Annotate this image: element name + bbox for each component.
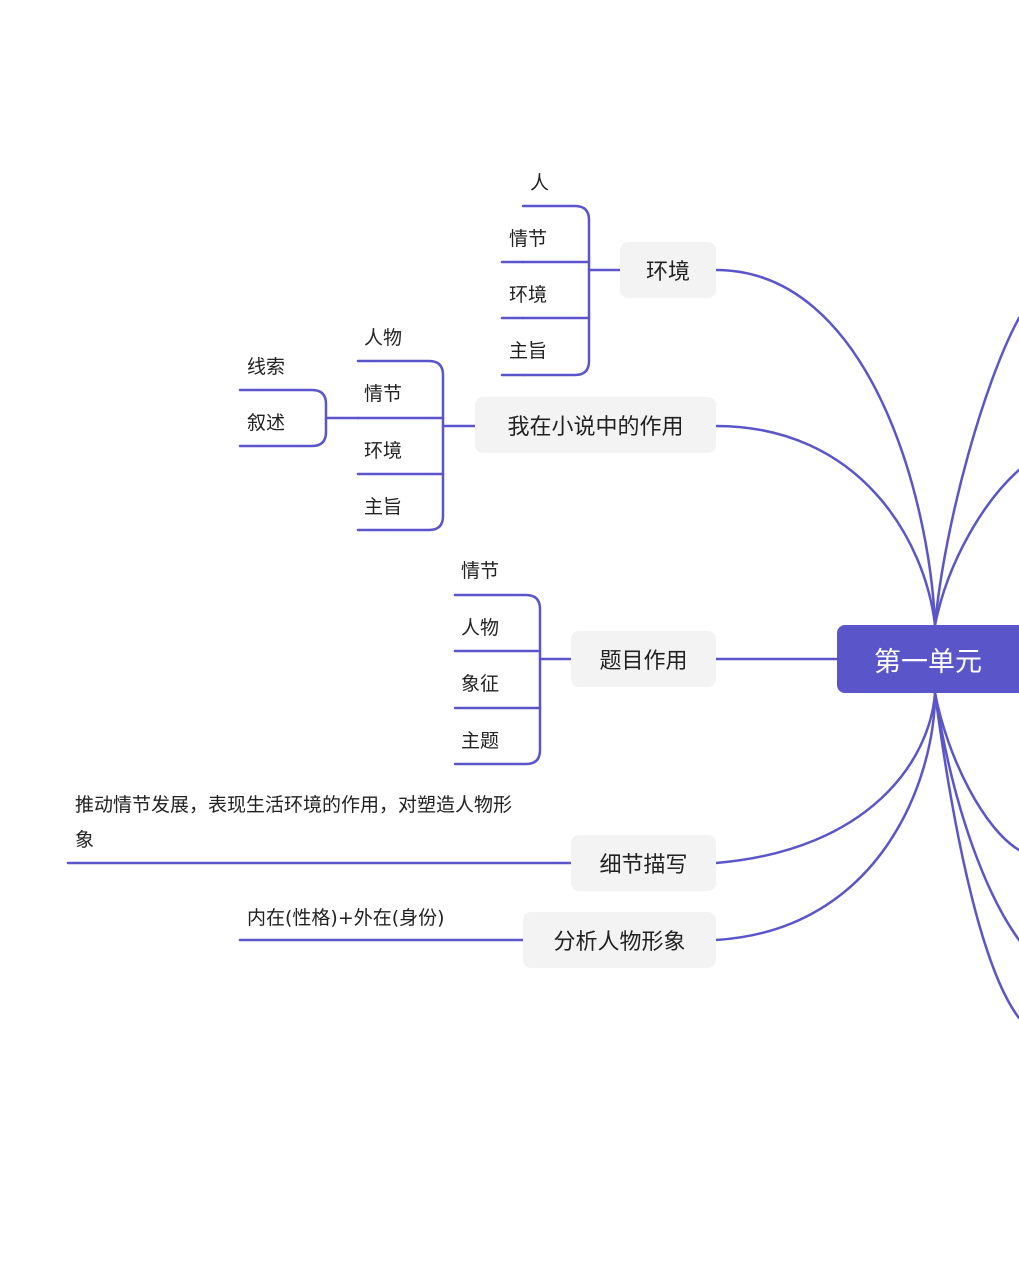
leaf-timu-1: 人物 [461,617,500,639]
leaf-wozai-sub-1: 叙述 [247,412,286,434]
leaf-timu-0: 情节 [461,560,500,582]
leaf-huanjing-2: 环境 [509,284,548,306]
curve-right-3 [933,691,1019,852]
branch-label: 分析人物形象 [553,930,686,955]
curve-right-1 [933,316,1019,627]
leaf-wozai-sub-0: 线索 [247,356,286,378]
leaf-huanjing-0: 人 [530,172,550,194]
curve-right-2 [933,468,1019,627]
curve-xijie [714,691,937,865]
leaf-timu-2: 象征 [461,673,500,695]
curve-right-4 [933,691,1019,942]
leaf-huanjing-3: 主旨 [509,340,548,362]
leaf-fenxi-note: 内在(性格)+外在(身份) [247,907,445,929]
leaf-wozai-3: 主旨 [364,496,403,518]
branch-label: 我在小说中的作用 [507,415,684,440]
curve-wozai [714,424,937,627]
huanjing-bracket [521,204,591,377]
branch-label: 环境 [645,260,690,285]
root-label: 第一单元 [874,646,982,678]
branch-label: 题目作用 [599,649,688,674]
leaf-wozai-1: 情节 [364,383,403,405]
leaf-xijie-note: 推动情节发展，表现生活环境的作用，对塑造人物形象 [75,794,513,851]
root-node[interactable]: 第一单元 [837,625,1019,693]
branch-huanjing[interactable]: 环境 [620,242,716,298]
wozai-bracket [356,359,445,532]
curve-huanjing [714,268,937,627]
timu-bracket [453,593,542,766]
leaf-wozai-0: 人物 [364,327,403,349]
branch-timu[interactable]: 题目作用 [571,631,716,687]
leaf-wozai-2: 环境 [364,440,403,462]
curve-right-5 [933,691,1019,1020]
leaf-timu-3: 主题 [461,730,500,752]
branch-wozai[interactable]: 我在小说中的作用 [475,397,716,453]
branch-xijie[interactable]: 细节描写 [571,835,716,891]
branch-label: 细节描写 [599,853,688,878]
branch-fenxi[interactable]: 分析人物形象 [523,912,716,968]
leaf-huanjing-1: 情节 [509,228,548,250]
curve-fenxi [714,691,937,942]
